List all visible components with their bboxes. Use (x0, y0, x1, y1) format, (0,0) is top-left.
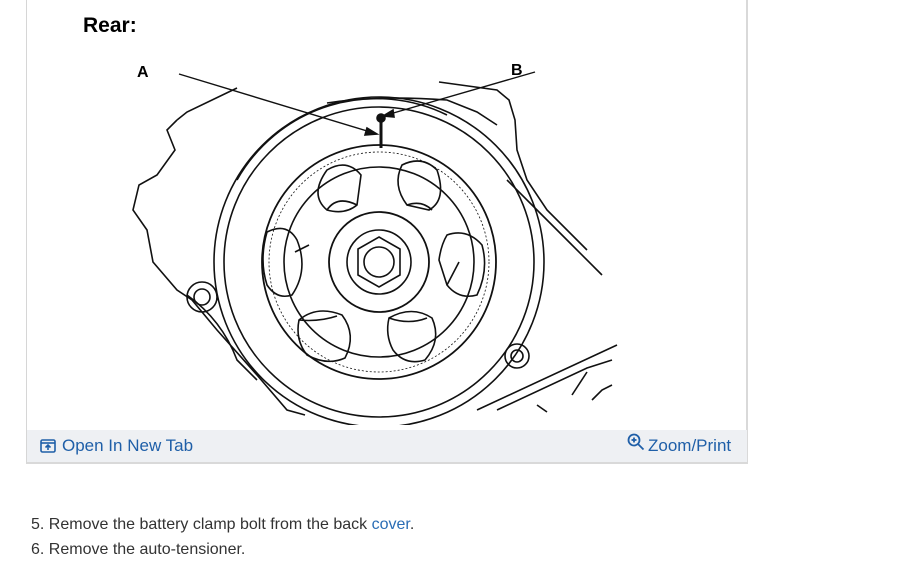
zoom-print-link[interactable]: Zoom/Print (627, 432, 731, 456)
step-text: Remove the battery clamp bolt from the b… (48, 516, 368, 533)
step-number: 6. (31, 541, 45, 558)
timing-belt-pulley-diagram (132, 71, 618, 425)
zoom-print-label: Zoom/Print (648, 436, 732, 455)
cover-link[interactable]: cover (371, 516, 410, 533)
open-in-new-tab-label: Open In New Tab (62, 436, 194, 455)
open-new-tab-icon (40, 439, 56, 453)
step-item: 5. Remove the battery clamp bolt from th… (31, 514, 414, 539)
figure-title: Rear: (83, 14, 137, 37)
callout-b: B (511, 62, 523, 79)
open-in-new-tab-link[interactable]: Open In New Tab (40, 436, 193, 456)
callout-a: A (137, 64, 149, 81)
zoom-in-icon (627, 433, 645, 451)
step-text: Remove the auto-tensioner. (48, 541, 246, 558)
figure-card: Rear: (26, 0, 748, 464)
instruction-steps: 5. Remove the battery clamp bolt from th… (31, 514, 414, 564)
step-item: 6. Remove the auto-tensioner. (31, 539, 414, 564)
step-number: 5. (31, 516, 45, 533)
figure-action-bar: Open In New Tab Zoom/Print (27, 430, 747, 462)
step-text-end: . (409, 516, 415, 533)
